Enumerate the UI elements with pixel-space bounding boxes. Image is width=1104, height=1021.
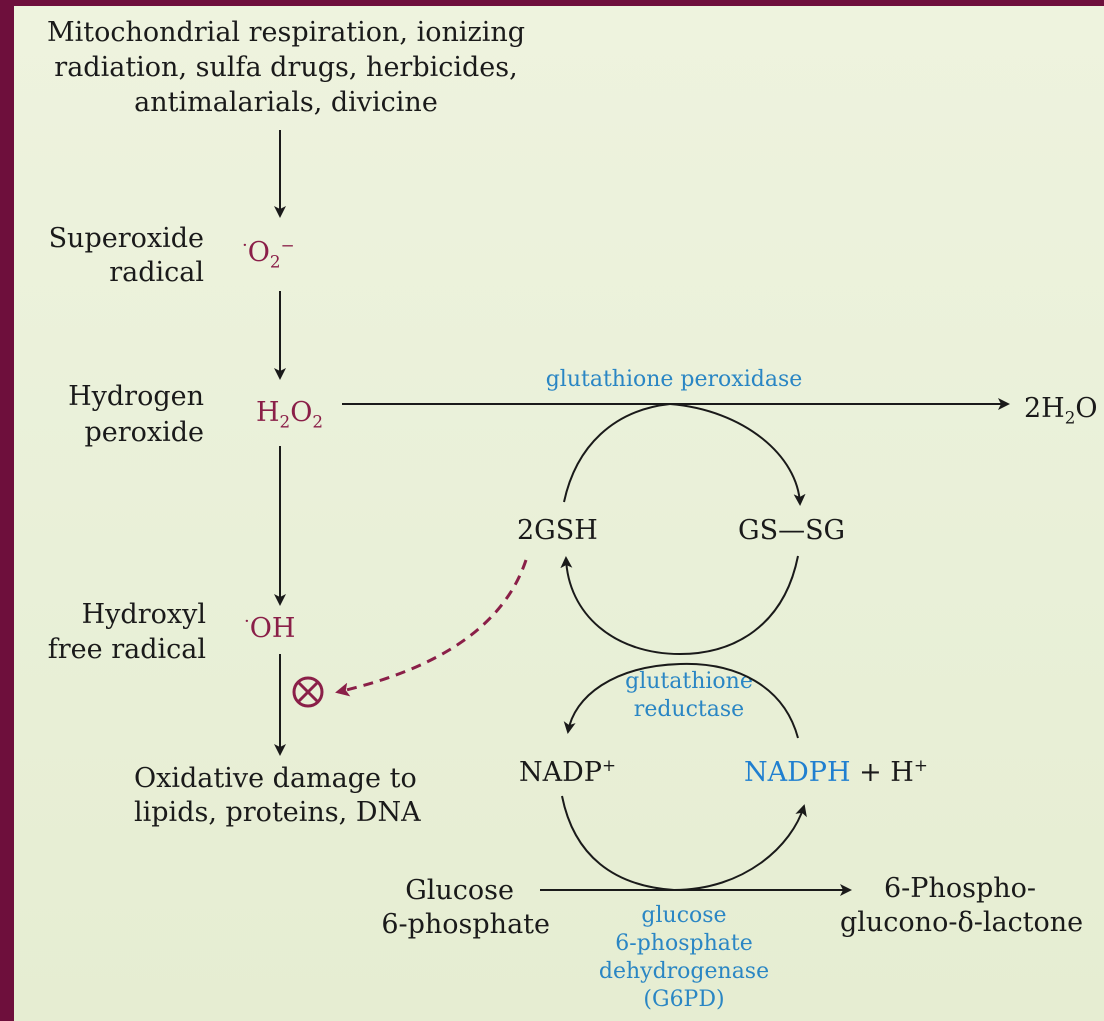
g6pd-label-2: 6-phosphate: [615, 931, 753, 956]
g6pd-label-4: (G6PD): [643, 987, 725, 1012]
arc-peroxidase-from-gsh: [563, 403, 671, 503]
glutathione-reductase-label-1: glutathione: [625, 669, 753, 694]
arc-reductase-to-gsh: [560, 556, 681, 655]
hydrogen-peroxide-formula: H2O2: [256, 397, 323, 432]
diagram-page: Mitochondrial respiration, ionizing radi…: [14, 6, 1104, 1021]
hydroxyl-label-1: Hydroxyl: [81, 599, 206, 630]
gssg-label: GS—SG: [738, 515, 846, 546]
g6pd-label-1: glucose: [641, 903, 727, 928]
pathway-arrows: [274, 130, 1010, 896]
glutathione-peroxidase-label: glutathione peroxidase: [545, 367, 803, 392]
glutathione-reductase-label-2: reductase: [633, 697, 745, 722]
hydrogen-peroxide-label-2: peroxide: [84, 417, 204, 448]
sources-line-2: radiation, sulfa drugs, herbicides,: [54, 52, 518, 83]
arc-nadp-to-g6pd: [561, 795, 675, 891]
water-product: 2H2O: [1024, 393, 1098, 428]
arc-nadph-to-reductase: [679, 662, 799, 739]
g6pd-label-3: dehydrogenase: [598, 959, 770, 984]
superoxide-label-2: radical: [109, 257, 204, 288]
arc-gssg-to-reductase: [679, 555, 799, 655]
hydroxyl-label-2: free radical: [47, 634, 206, 665]
arc-peroxidase-to-gssg: [669, 403, 806, 506]
superoxide-label-1: Superoxide: [48, 223, 204, 254]
arc-reductase-to-nadp: [563, 663, 681, 734]
sources-line-1: Mitochondrial respiration, ionizing: [46, 17, 526, 48]
hydroxyl-formula: ·OH: [244, 611, 296, 644]
gsh-label: 2GSH: [517, 515, 598, 546]
hydrogen-peroxide-label-1: Hydrogen: [68, 381, 204, 412]
arc-g6pd-to-nadph: [673, 804, 807, 891]
glucose-6-phosphate-line-2: 6-phosphate: [381, 909, 550, 940]
nadph-label: NADPH + H+: [744, 755, 928, 788]
superoxide-formula: ·O2−: [242, 235, 295, 272]
lactone-line-2: glucono-δ-lactone: [840, 907, 1084, 938]
arrow-gsh-protects: [335, 559, 528, 697]
inhibition-icon: [292, 676, 324, 708]
damage-line-1: Oxidative damage to: [134, 763, 417, 794]
sources-line-3: antimalarials, divicine: [134, 87, 438, 118]
nadp-label: NADP+: [519, 755, 616, 788]
glucose-6-phosphate-line-1: Glucose: [405, 875, 514, 906]
damage-line-2: lipids, proteins, DNA: [134, 797, 421, 828]
lactone-line-1: 6-Phospho-: [883, 873, 1037, 904]
